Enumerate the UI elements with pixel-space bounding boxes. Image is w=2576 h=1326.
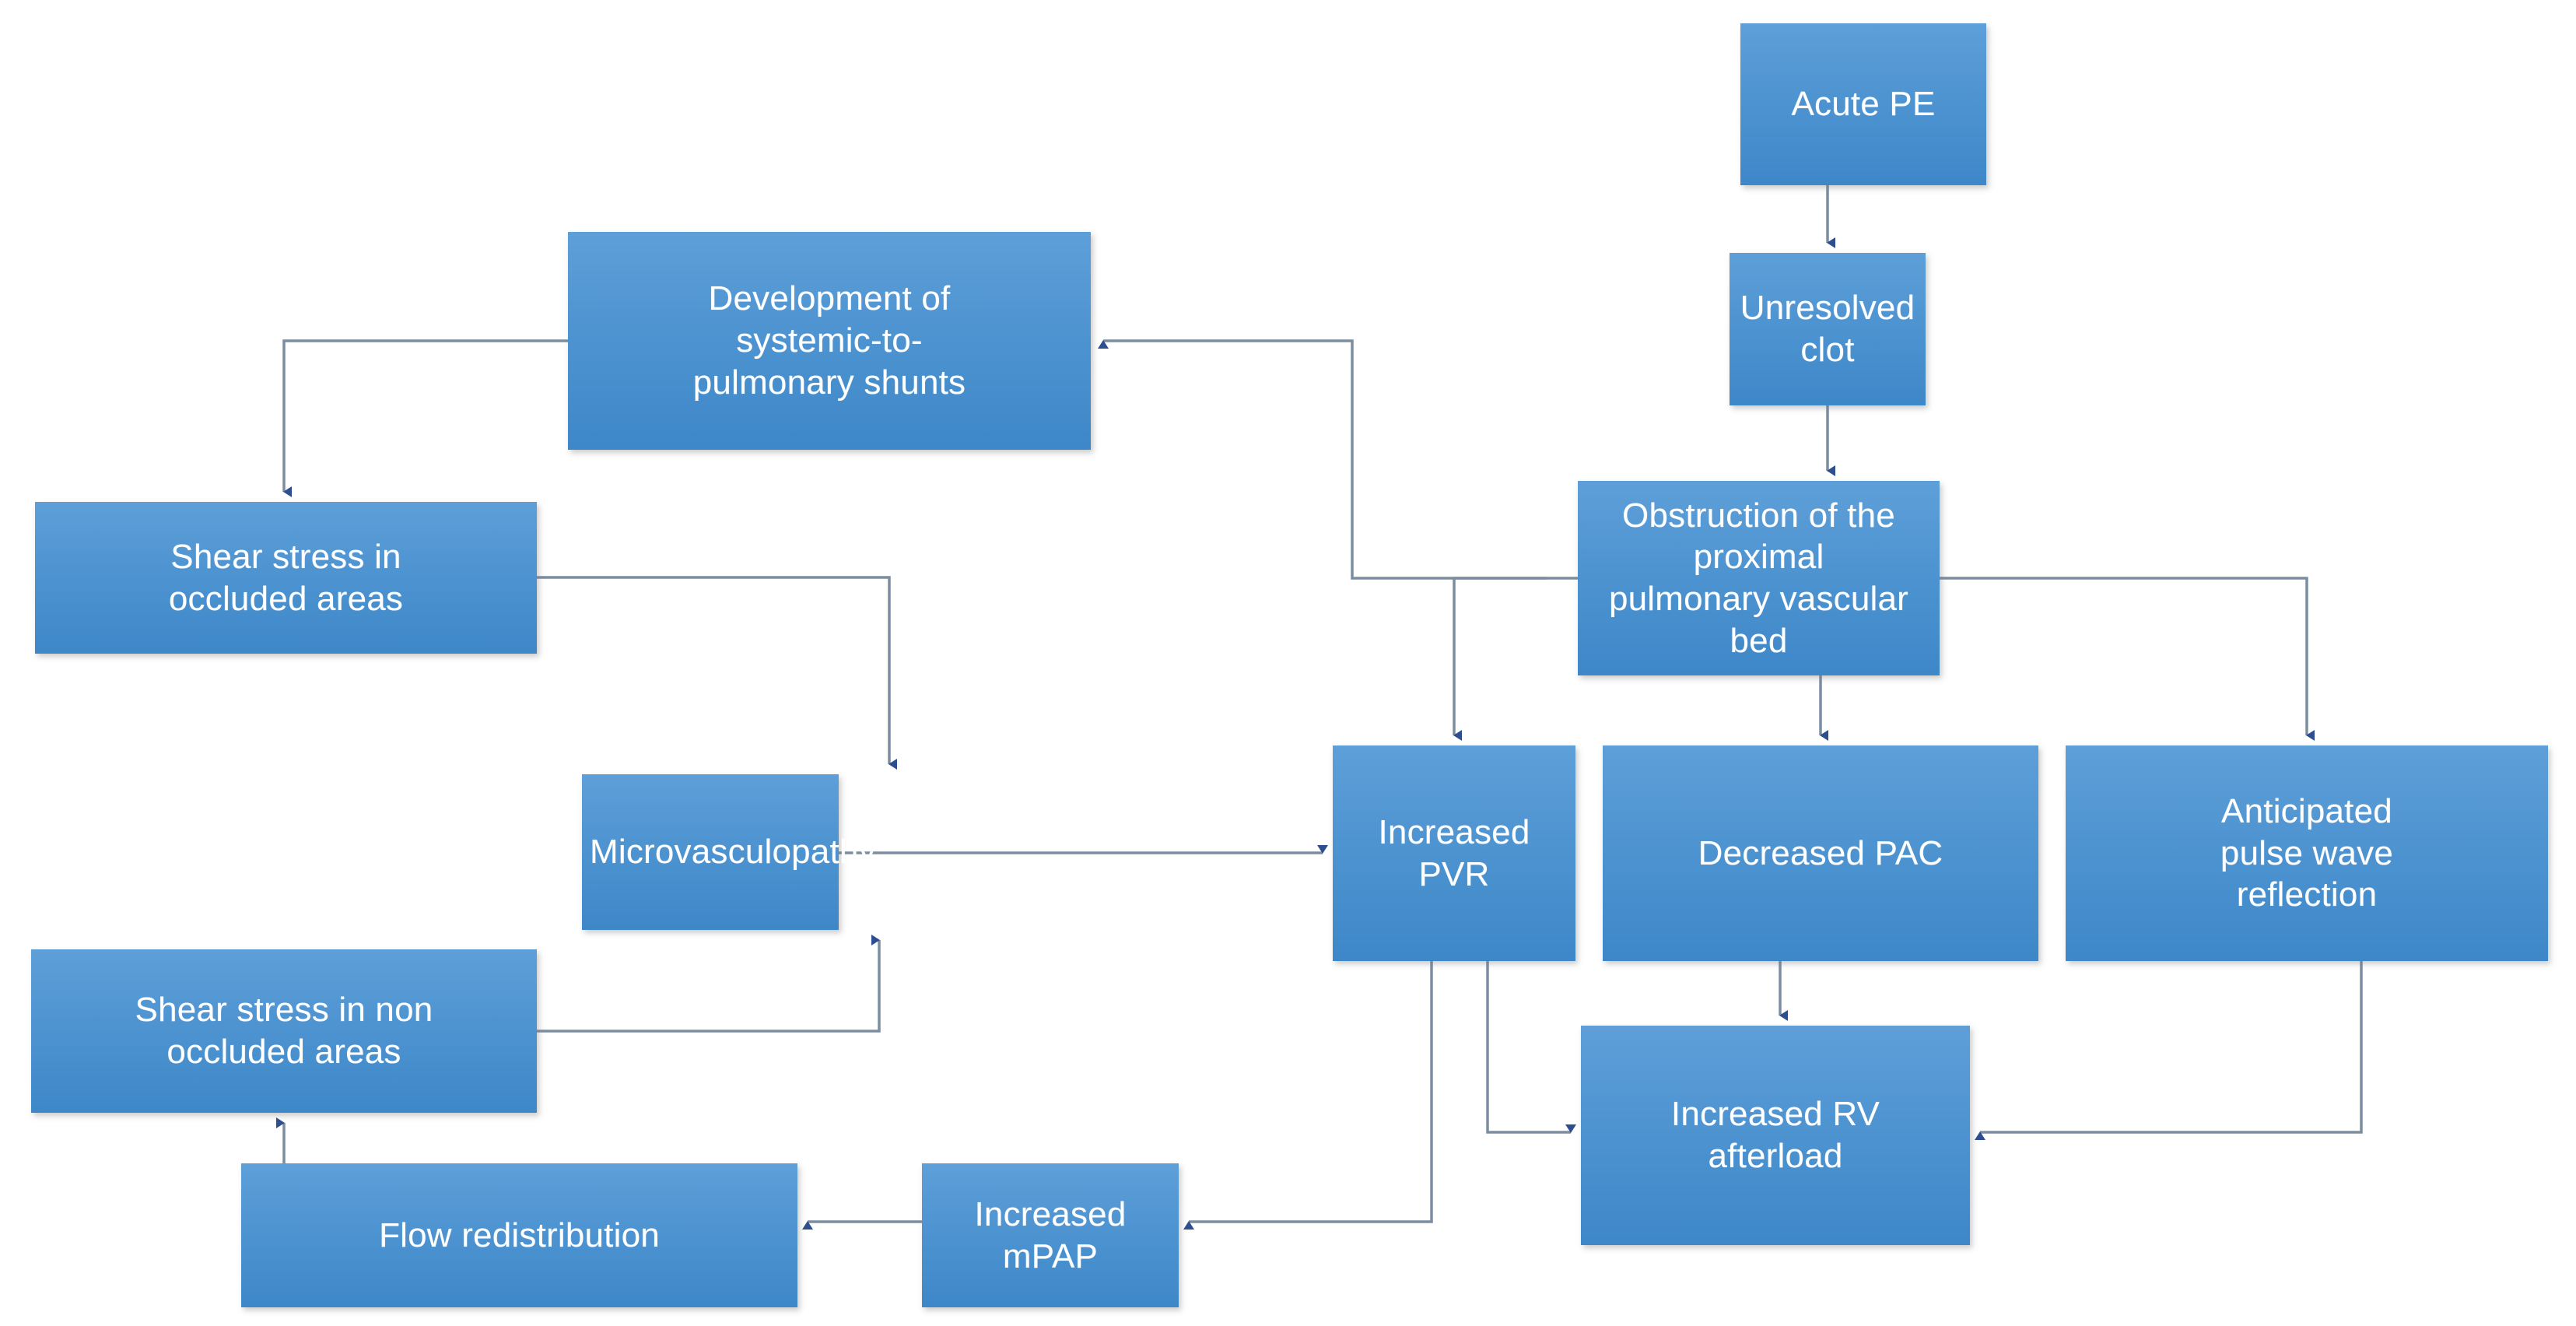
node-label: Flow redistribution [379,1216,660,1254]
node-increased-pvr[interactable]: Increased PVR [1333,745,1575,961]
edge-obstruction-to-shunts [1098,339,1578,580]
edge-obstruction-to-increased-pvr [1453,577,1547,741]
edge-obstruction-to-pulse-wave [1940,577,2315,741]
edge-pulse-wave-to-rv-afterload [1975,961,2363,1140]
node-label: Decreased PAC [1698,833,1943,872]
node-decreased-pac[interactable]: Decreased PAC [1603,745,2038,961]
edge-increased-pvr-to-increased-mpap [1183,961,1433,1230]
node-label: Microvasculopathy [590,833,876,872]
node-acute-pe[interactable]: Acute PE [1740,23,1986,185]
node-label: Increased PVR [1378,812,1530,893]
edge-shear-non-occluded-to-microvasculopathy [537,935,881,1033]
node-flow-redistribution[interactable]: Flow redistribution [241,1163,797,1307]
edge-shear-occluded-to-microvasculopathy [537,576,897,770]
node-microvasculopathy[interactable]: Microvasculopathy [582,774,876,930]
edge-shunts-to-shear-occluded [282,339,568,497]
node-label: Acute PE [1791,85,1936,124]
edge-increased-pvr-to-rv-afterload [1486,961,1576,1134]
